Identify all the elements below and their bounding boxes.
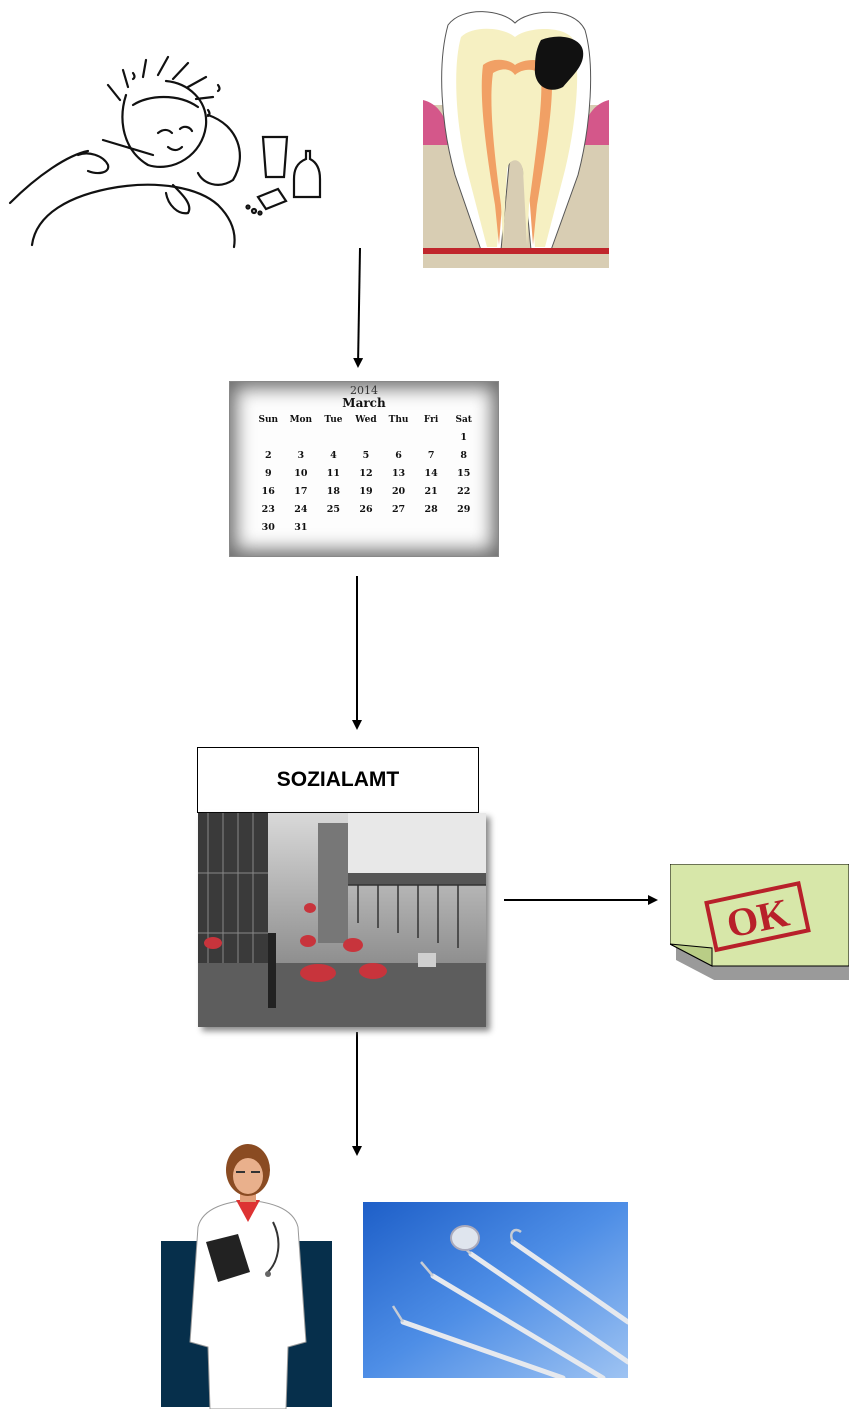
calendar-day [382,432,415,443]
calendar-weekday: Tue [324,415,343,425]
calendar-day [350,522,383,533]
calendar-day: 10 [294,468,308,479]
calendar-day: 7 [427,450,435,461]
calendar-day [415,522,448,533]
calendar-day: 8 [460,450,468,461]
calendar-year: 2014 [350,384,378,397]
calendar-day: 1 [460,432,468,443]
calendar-day: 26 [359,504,373,515]
calendar-day: 17 [294,486,308,497]
sick-person-icon [8,55,322,249]
calendar-day: 19 [359,486,373,497]
doctor-icon [189,1144,307,1409]
calendar-day: 13 [391,468,406,479]
calendar-weekday: Wed [355,415,377,425]
calendar-day: 22 [457,486,471,497]
calendar-day: 28 [424,504,438,515]
calendar-day: 6 [395,450,402,461]
office-hall-photo [198,813,486,1027]
calendar-day: 27 [391,504,406,515]
calendar-day [382,522,415,533]
calendar-day: 21 [424,486,438,497]
tooth-decay-icon [423,11,609,268]
calendar-day [252,432,285,443]
calendar-day: 14 [424,468,438,479]
calendar-day: 5 [362,450,370,461]
calendar-month: March [342,396,386,410]
calendar-day: 12 [359,468,373,479]
calendar-weekday: Sat [455,415,472,425]
calendar-day [415,432,448,443]
calendar-day: 4 [330,450,337,461]
calendar-weekday: Mon [289,415,313,425]
calendar-day [285,432,318,443]
calendar-day: 25 [326,504,341,515]
calendar-day: 24 [294,504,308,515]
calendar-day: 11 [326,468,341,479]
calendar-weekday: Sun [258,415,279,425]
calendar-day [350,432,383,443]
calendar-day: 15 [457,468,471,479]
calendar-day [447,522,480,533]
calendar-icon: 2014 March Sun Mon Tue Wed Thu Fri Sat 1… [229,381,499,557]
calendar-day: 9 [264,468,272,479]
calendar-weekday: Thu [388,415,409,425]
calendar-day: 31 [294,522,308,533]
calendar-day [317,522,350,533]
calendar-day [317,432,350,443]
calendar-weekday: Fri [423,415,439,425]
calendar-day: 23 [261,504,275,515]
calendar-day: 20 [391,486,406,497]
office-label: SOZIALAMT [197,747,479,813]
dental-tools-photo [363,1202,628,1378]
calendar-day: 29 [457,504,471,515]
calendar-day: 2 [264,450,272,461]
calendar-day: 30 [261,522,275,533]
calendar-day: 18 [326,486,341,497]
arrow-to-calendar [353,247,364,368]
calendar-day: 16 [261,486,275,497]
approval-stamp-icon: OK [670,864,849,980]
calendar-day: 3 [297,450,305,461]
